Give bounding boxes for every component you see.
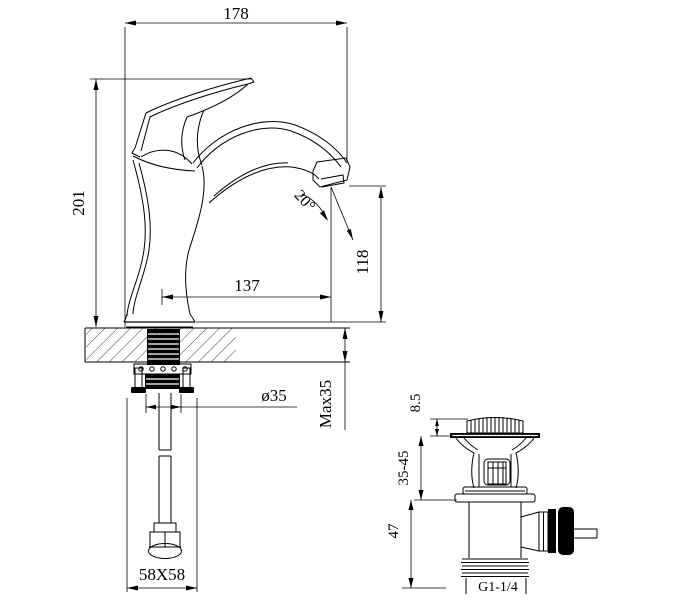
dim-drain-clamp-range: 35-45 bbox=[396, 451, 412, 486]
faucet-handle bbox=[131, 77, 255, 166]
dim-spout-angle: 20° bbox=[291, 187, 319, 215]
dim-spout-reach: 137 bbox=[234, 276, 260, 295]
dim-drain-thread-size: G1-1/4 bbox=[478, 580, 518, 595]
drain-side-outlet bbox=[520, 507, 598, 555]
dim-drain-lower-height: 47 bbox=[386, 523, 402, 539]
drain-tailpiece bbox=[468, 502, 522, 558]
threaded-shank-assembly bbox=[131, 329, 194, 393]
dimension-annotations: 178 201 118 137 20° Max35 bbox=[69, 4, 518, 595]
faucet-spout bbox=[192, 121, 348, 204]
overflow-window bbox=[483, 458, 511, 486]
drain-thread bbox=[461, 558, 529, 594]
faucet-body bbox=[123, 159, 205, 328]
dim-drain-cap-height: 8.5 bbox=[408, 394, 424, 413]
dim-max-mounting-thickness: Max35 bbox=[316, 380, 335, 428]
drain-popup-cap bbox=[466, 417, 524, 434]
dim-base-footprint: 58X58 bbox=[139, 565, 185, 584]
popup-drain-view bbox=[450, 417, 598, 594]
mounting-deck-section bbox=[84, 327, 350, 363]
drain-body bbox=[471, 452, 519, 489]
aerator-outlet bbox=[312, 157, 351, 188]
dim-spout-outlet-height: 118 bbox=[353, 250, 372, 275]
dim-overall-width: 178 bbox=[223, 4, 249, 23]
dim-shank-diameter: ø35 bbox=[261, 386, 287, 405]
dim-overall-height: 201 bbox=[69, 190, 88, 216]
drain-flange bbox=[450, 433, 540, 454]
faucet-side-view bbox=[84, 77, 351, 559]
drain-lower-flange bbox=[454, 486, 536, 503]
supply-hose bbox=[148, 393, 182, 559]
faucet-cartridge-dome bbox=[132, 149, 196, 172]
